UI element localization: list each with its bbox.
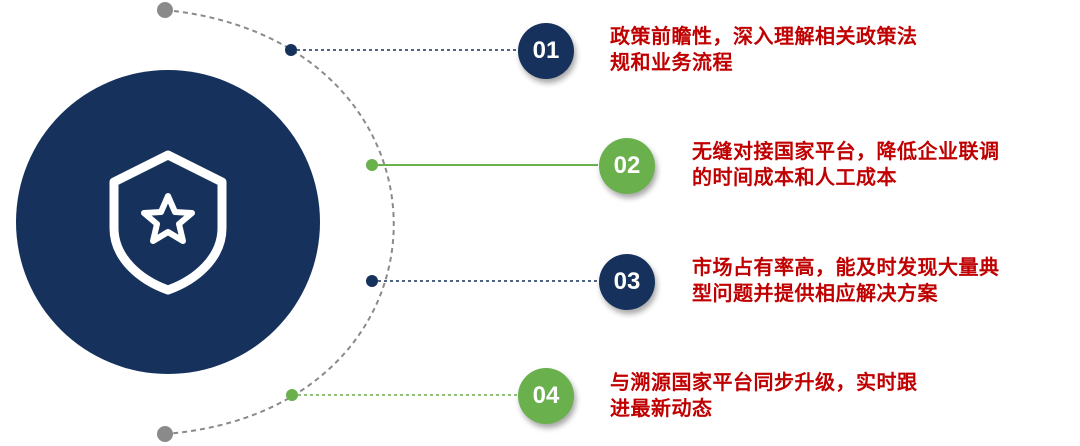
item-text-3-line2: 型问题并提供相应解决方案: [692, 281, 938, 305]
item-text-4-line2: 进最新动态: [610, 396, 713, 420]
item-text-3: 市场占有率高，能及时发现大量典 型问题并提供相应解决方案: [692, 254, 1072, 306]
item-text-1-line2: 规和业务流程: [610, 50, 733, 74]
badge-01: 01: [518, 23, 574, 79]
item-text-4-line1: 与溯源国家平台同步升级，实时跟: [610, 370, 918, 394]
center-circle: [16, 70, 320, 374]
arc-end-dot-top: [157, 2, 173, 18]
arc-end-dot-bottom: [157, 426, 173, 442]
item-text-1: 政策前瞻性，深入理解相关政策法 规和业务流程: [610, 23, 990, 75]
arc-dot-2: [366, 159, 378, 171]
badge-03: 03: [599, 254, 655, 310]
arc-dot-4: [286, 389, 298, 401]
item-text-3-line1: 市场占有率高，能及时发现大量典: [692, 255, 1000, 279]
dashed-arc: [164, 9, 395, 435]
item-text-2-line2: 的时间成本和人工成本: [692, 165, 897, 189]
item-text-2-line1: 无缝对接国家平台，降低企业联调: [692, 139, 1000, 163]
item-text-2: 无缝对接国家平台，降低企业联调 的时间成本和人工成本: [692, 138, 1072, 190]
shield-star-icon: [109, 150, 227, 295]
arc-dot-3: [366, 275, 378, 287]
arc-dot-1: [285, 44, 297, 56]
item-text-4: 与溯源国家平台同步升级，实时跟 进最新动态: [610, 369, 990, 421]
badge-04: 04: [518, 368, 574, 424]
item-text-1-line1: 政策前瞻性，深入理解相关政策法: [610, 24, 918, 48]
badge-02: 02: [599, 138, 655, 194]
